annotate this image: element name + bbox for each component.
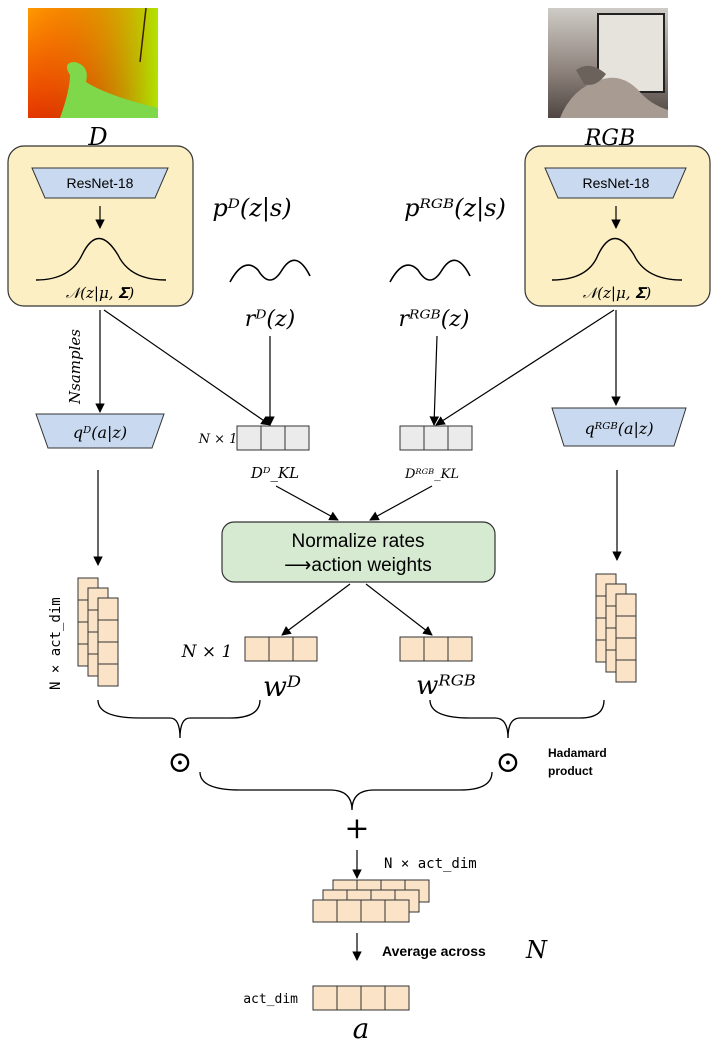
hadamard-label-line1: Hadamard — [548, 746, 607, 760]
normalize-box: Normalize rates ⟶action weights — [221, 521, 496, 583]
action-stack-label: N × act_dim — [48, 597, 64, 690]
normalize-line2: ⟶action weights — [284, 555, 432, 576]
brace-depth — [97, 699, 261, 739]
hadamard-rgb-symbol: ⊙ — [495, 745, 520, 780]
kl-rgb-label: Dᴿᴳᴮ_KL — [404, 467, 459, 482]
arrow-rgb-to-kl — [435, 309, 615, 426]
arrow-normalize-to-wrgb — [365, 583, 433, 636]
final-shape-label: act_dim — [243, 992, 298, 1007]
w-depth-vector — [244, 636, 318, 662]
kl-depth-label: Dᴰ_KL — [250, 464, 299, 482]
brace-rgb — [429, 699, 605, 739]
depth-label: D — [87, 123, 107, 151]
arrow-depth-to-kl — [103, 309, 271, 426]
arrow-rrgb-to-kl — [429, 335, 440, 426]
depth-decoder: qᴰ(a|z) — [35, 413, 165, 449]
average-label: Average across — [382, 943, 486, 959]
kl-depth-vector — [236, 425, 310, 451]
depth-action-stack — [77, 577, 119, 687]
kl-shape-label: N × 1 — [198, 432, 238, 447]
rgb-action-stack — [595, 573, 637, 683]
rgb-gaussian-curve — [551, 237, 683, 281]
rgb-posterior-label: 𝒩(z|μ, 𝚺) — [583, 284, 652, 302]
arrow-normalize-to-wd — [281, 583, 351, 636]
sum-symbol: + — [344, 811, 369, 846]
w-rgb-label: wᴿᴳᴮ — [416, 671, 476, 701]
p-depth-label: pᴰ(z|s) — [212, 194, 291, 223]
rgb-encoder: ResNet-18 𝒩(z|μ, 𝚺) — [524, 145, 711, 307]
hadamard-label-line2: product — [548, 764, 593, 778]
normalize-line1: Normalize rates — [291, 531, 424, 552]
q-depth-label: qᴰ(a|z) — [73, 423, 127, 442]
kl-rgb-vector — [399, 425, 473, 451]
hadamard-depth-symbol: ⊙ — [167, 745, 192, 780]
output-label: a — [353, 1012, 370, 1045]
q-rgb-label: qᴿᴳᴮ(a|z) — [584, 419, 653, 438]
w-rgb-vector — [399, 636, 473, 662]
p-rgb-label: pᴿᴳᴮ(z|s) — [404, 194, 506, 223]
rgb-image — [548, 8, 668, 118]
samples-label: Nsamples — [66, 329, 84, 405]
r-depth-curve — [229, 259, 311, 283]
combined-label: N × act_dim — [384, 856, 477, 872]
arrow-kl-rgb-to-normalize — [369, 485, 433, 521]
depth-gaussian-curve — [35, 237, 167, 281]
combined-action-stack — [312, 879, 430, 923]
brace-sum — [199, 771, 493, 811]
arrow-kl-depth-to-normalize — [275, 485, 339, 521]
depth-image — [28, 7, 158, 118]
depth-posterior-label: 𝒩(z|μ, 𝚺) — [66, 284, 135, 302]
r-rgb-curve — [389, 259, 471, 283]
depth-backbone-label: ResNet-18 — [67, 175, 134, 191]
rgb-decoder: qᴿᴳᴮ(a|z) — [551, 407, 687, 447]
weights-shape-label: N × 1 — [181, 642, 233, 662]
depth-encoder: ResNet-18 𝒩(z|μ, 𝚺) — [7, 145, 194, 307]
rgb-backbone-label: ResNet-18 — [583, 175, 650, 191]
r-rgb-label: rᴿᴳᴮ(z) — [399, 307, 470, 332]
w-depth-label: wᴰ — [263, 670, 301, 703]
average-var: N — [525, 936, 548, 964]
final-action-vector — [312, 985, 410, 1011]
r-depth-label: rᴰ(z) — [245, 307, 295, 332]
